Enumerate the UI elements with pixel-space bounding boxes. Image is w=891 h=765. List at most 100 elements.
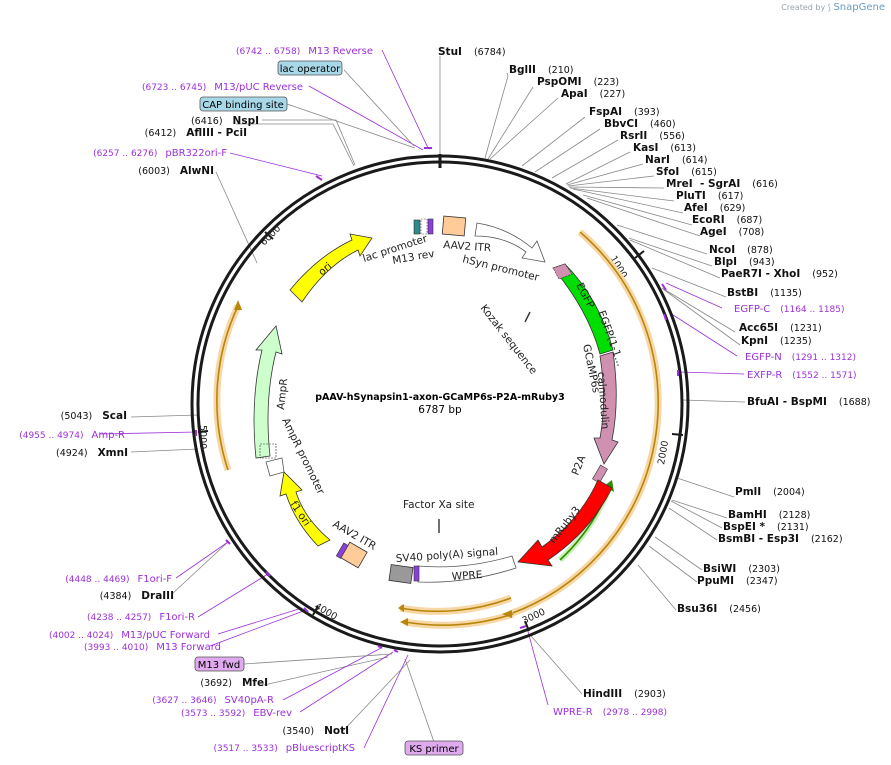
enzyme-bfuai-bspmi[interactable]: BfuAI - BspMI(1688): [747, 396, 870, 408]
primer-exfp-r[interactable]: EXFP-R(1552 .. 1571): [747, 370, 857, 381]
enzyme-nspi[interactable]: (6416)NspI: [191, 115, 259, 127]
enzyme-afei[interactable]: AfeI(629): [684, 202, 745, 214]
snapgene-logo-icon: ⟆: [827, 3, 831, 12]
enzyme-draiii[interactable]: (4384)DraIII: [100, 590, 174, 602]
hsyn-promoter-arrow: [474, 222, 546, 263]
enzyme-bsu36i[interactable]: Bsu36I(2456): [677, 603, 761, 615]
primer-m13-reverse[interactable]: (6742 .. 6758)M13 Reverse: [236, 46, 373, 57]
enzyme-kasi[interactable]: KasI(613): [633, 142, 696, 154]
primer-ticks: [195, 147, 679, 653]
enzyme-bbvci[interactable]: BbvCI(460): [604, 118, 676, 130]
primer-pbr322ori-f[interactable]: (6257 .. 6276)pBR322ori-F: [93, 148, 227, 159]
backbone-ticks: [197, 231, 684, 632]
ks-primer-label: KS primer: [409, 744, 459, 755]
primer-m13-forward[interactable]: (3993 .. 4010)M13 Forward: [84, 642, 221, 653]
orf-arcs: [213, 229, 662, 629]
primer-labels: (6742 .. 6758)M13 Reverse (6723 .. 6745)…: [19, 46, 856, 754]
cap-binding-site-label: CAP binding site: [202, 100, 284, 111]
enzyme-bsmbi-esp3i[interactable]: BsmBI - Esp3I(2162): [718, 533, 843, 545]
enzyme-rsrii[interactable]: RsrII(556): [620, 130, 685, 142]
primer-m13-puc-reverse[interactable]: (6723 .. 6745)M13/pUC Reverse: [142, 82, 303, 93]
enzyme-bglii[interactable]: BglII(210): [509, 64, 573, 76]
calmodulin-label: calmodulin: [595, 371, 611, 429]
primer-f1ori-f[interactable]: (4448 .. 4469)F1ori-F: [65, 574, 172, 585]
primer-f1ori-r[interactable]: (4238 .. 4257)F1ori-R: [87, 612, 195, 623]
enzyme-pmli[interactable]: PmlI(2004): [735, 486, 805, 498]
enzyme-ppumi[interactable]: PpuMI(2347): [697, 575, 778, 587]
ebv-rev-block: [413, 565, 420, 582]
enzyme-pluti[interactable]: PluTI(617): [676, 190, 743, 202]
primer-pbluescriptks[interactable]: (3517 .. 3533)pBluescriptKS: [213, 743, 355, 754]
enzyme-noti[interactable]: (3540)NotI: [282, 725, 349, 737]
enzyme-paer7i-xhoi[interactable]: PaeR7I - XhoI(952): [721, 268, 838, 280]
m13-rev-block: [427, 218, 434, 235]
f1-ori-arrow: [279, 471, 331, 547]
plasmid-size: 6787 bp: [418, 404, 462, 416]
snapgene-credit: Created by ⟆ SnapGene: [781, 2, 885, 13]
enzyme-pspomi[interactable]: PspOMI(223): [537, 76, 619, 88]
egfp-feature: [552, 263, 614, 355]
tick-2000: 2000: [656, 440, 671, 466]
enzyme-fspai[interactable]: FspAI(393): [589, 106, 660, 118]
lac-promoter-block: [413, 219, 421, 235]
enzyme-blpi[interactable]: BlpI(943): [714, 256, 775, 268]
enzyme-ncoi[interactable]: NcoI(878): [709, 244, 773, 256]
primer-egfp-n[interactable]: EGFP-N(1291 .. 1312): [745, 352, 856, 363]
primer-wpre-r[interactable]: WPRE-R(2978 .. 2998): [553, 707, 667, 718]
lac-operator-label: lac operator: [280, 64, 341, 75]
m13-fwd-label: M13 fwd: [198, 660, 240, 671]
factor-xa-label: Factor Xa site: [403, 499, 474, 511]
enzyme-bspei[interactable]: BspEI *(2131): [723, 521, 809, 533]
credit-prefix: Created by: [781, 3, 826, 12]
ampr-promoter-arrow: [265, 457, 285, 477]
ampr-arrow: [253, 325, 283, 459]
enzyme-mfei[interactable]: (3692)MfeI: [200, 677, 268, 689]
enzyme-bsiwi[interactable]: BsiWI(2303): [703, 563, 780, 575]
primer-m13-puc-forward[interactable]: (4002 .. 4024)M13/pUC Forward: [49, 630, 210, 641]
primer-sv40pa-r[interactable]: (3627 .. 3646)SV40pA-R: [152, 695, 274, 706]
kozak-mark: [524, 311, 531, 323]
enzyme-xmni[interactable]: (4924)XmnI: [56, 447, 128, 459]
plasmid-name: pAAV-hSynapsin1-axon-GCaMP6s-P2A-mRuby3: [315, 392, 565, 403]
wpre-feature: [417, 555, 517, 583]
tick-5000: 5000: [197, 425, 208, 449]
enzyme-hindiii[interactable]: HindIII(2903): [583, 688, 666, 700]
kozak-label: Kozak sequence: [478, 302, 540, 376]
enzyme-alwni[interactable]: (6003)AlwNI: [138, 165, 214, 177]
enzyme-ecori[interactable]: EcoRI(687): [692, 214, 762, 226]
enzyme-apai[interactable]: ApaI(227): [561, 88, 625, 100]
m13-fwd-block: [335, 542, 349, 559]
sv40-polya-feature: [388, 564, 414, 584]
credit-brand: SnapGene: [833, 2, 885, 13]
mruby3-arrow: [517, 479, 613, 567]
m13-fwd-box[interactable]: M13 fwd: [194, 656, 245, 672]
enzyme-nari[interactable]: NarI(614): [645, 154, 708, 166]
p2a-label: P2A: [570, 453, 589, 477]
wpre-label: WPRE: [451, 569, 482, 583]
primer-egfp-c[interactable]: EGFP-C(1164 .. 1185): [734, 304, 845, 315]
enzyme-bamhi[interactable]: BamHI(2128): [728, 509, 810, 521]
primer-amp-r[interactable]: (4955 .. 4974)Amp-R: [19, 430, 125, 441]
enzyme-agei[interactable]: AgeI(708): [700, 226, 764, 238]
lac-operator-box[interactable]: lac operator: [277, 60, 343, 76]
sv40-polya-label: SV40 poly(A) signal: [395, 546, 498, 565]
enzyme-stui[interactable]: StuI(6784): [438, 46, 506, 58]
enzyme-mrei-sgrai[interactable]: MreI - SgrAI(616): [666, 178, 778, 190]
enzyme-afliii-pcii[interactable]: (6412)AflIII - PciI: [145, 127, 247, 139]
backbone: [190, 154, 690, 654]
ampr-promoter-overlap: [259, 443, 277, 459]
enzyme-connectors: [130, 56, 746, 733]
enzyme-acc65i[interactable]: Acc65I(1231): [739, 322, 822, 334]
enzyme-bstbi[interactable]: BstBI(1135): [727, 287, 802, 299]
enzyme-sfoi[interactable]: SfoI(615): [656, 166, 717, 178]
egfp-tag-block: [552, 263, 573, 280]
enzyme-scai[interactable]: (5043)ScaI: [61, 410, 127, 422]
primer-ebv-rev[interactable]: (3573 .. 3592)EBV-rev: [181, 708, 292, 719]
primer-connectors: [99, 49, 745, 749]
ks-primer-box[interactable]: KS primer: [404, 740, 464, 756]
enzyme-kpni[interactable]: KpnI(1235): [741, 335, 812, 347]
tick-6000: 6000: [258, 223, 283, 248]
cap-binding-site-box[interactable]: CAP binding site: [199, 96, 288, 112]
f1-ori-label: f1 ori: [288, 499, 313, 528]
